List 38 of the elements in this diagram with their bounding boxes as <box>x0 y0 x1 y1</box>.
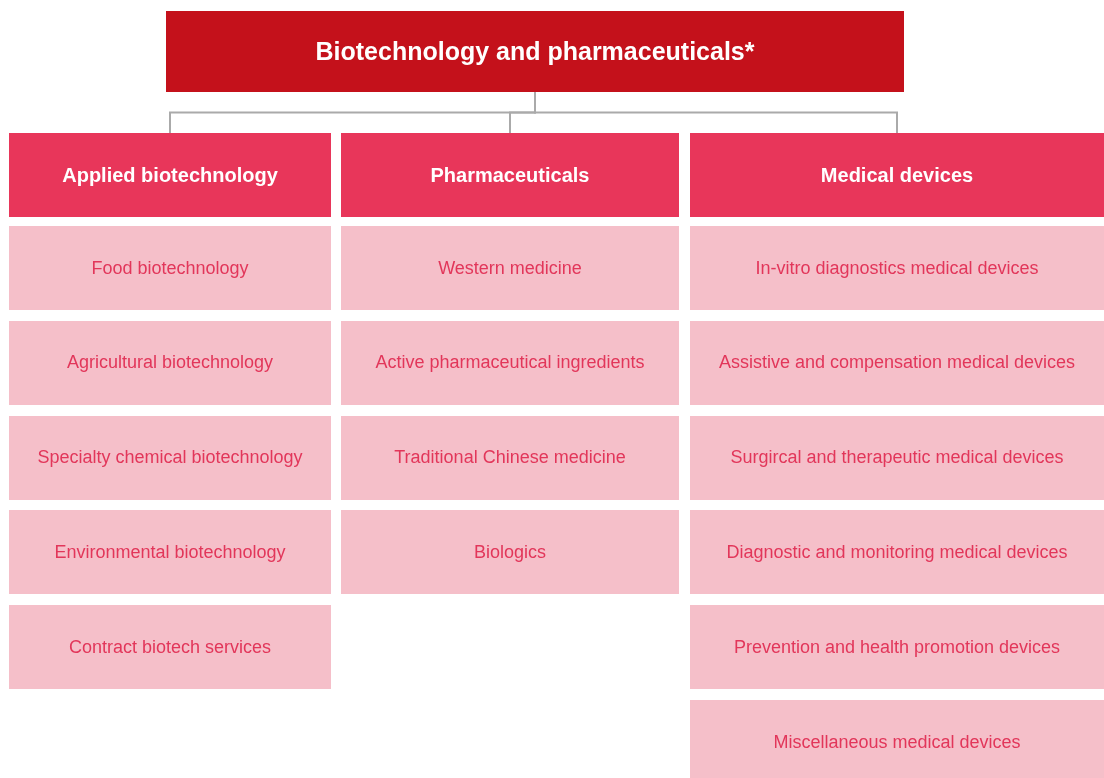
item-text: Prevention and health promotion devices <box>733 636 1061 658</box>
item-text: Food biotechnology <box>91 257 249 279</box>
category-header <box>341 133 679 217</box>
header-text: Applied biotechnology <box>62 163 278 187</box>
item-text: Active pharmaceutical ingredients <box>375 352 645 374</box>
title-text: Biotechnology and pharmaceuticals* <box>315 37 755 66</box>
item-box <box>690 415 1104 500</box>
item-box <box>690 226 1104 310</box>
item-box <box>9 320 331 405</box>
category-header <box>690 133 1104 217</box>
item-box <box>9 226 331 310</box>
item-box <box>341 415 679 500</box>
item-text: Traditional Chinese medicine <box>394 447 626 469</box>
header-text: Medical devices <box>820 163 974 187</box>
item-text: Specialty chemical biotechnology <box>37 447 303 469</box>
item-text: Western medicine <box>438 257 582 279</box>
item-text: Diagnostic and monitoring medical devices <box>726 541 1068 563</box>
item-box <box>9 415 331 500</box>
item-box <box>341 226 679 310</box>
item-text: Biologics <box>473 541 546 563</box>
item-text: Miscellaneous medical devices <box>773 731 1021 753</box>
item-text: In-vitro diagnostics medical devices <box>755 257 1039 279</box>
item-text: Assistive and compensation medical devices <box>718 352 1076 374</box>
item-box <box>341 510 679 595</box>
category-header <box>9 133 331 217</box>
item-box <box>690 605 1104 690</box>
item-box <box>9 605 331 690</box>
header-text: Pharmaceuticals <box>430 163 590 187</box>
item-box <box>690 510 1104 595</box>
item-box <box>9 510 331 595</box>
item-text: Agricultural biotechnology <box>66 352 274 374</box>
item-box <box>690 700 1104 778</box>
item-text: Contract biotech services <box>68 636 272 658</box>
item-box <box>690 320 1104 405</box>
item-box <box>341 320 679 405</box>
item-text: Surgircal and therapeutic medical devices <box>730 447 1064 469</box>
item-text: Environmental biotechnology <box>54 541 286 563</box>
title-box <box>166 11 904 92</box>
